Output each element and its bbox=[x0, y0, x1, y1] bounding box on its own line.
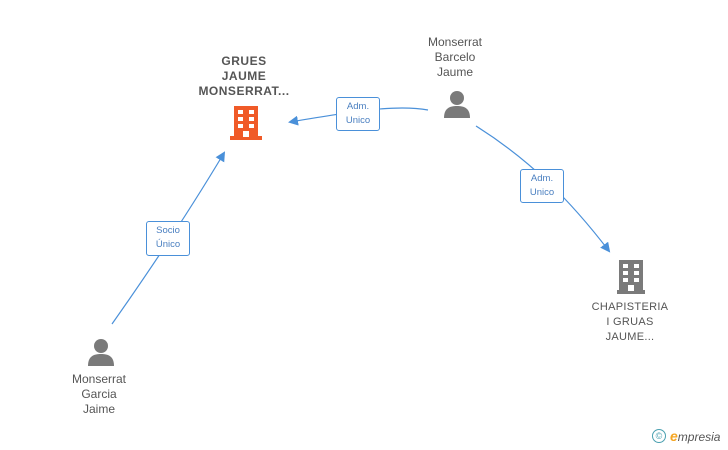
person-label-barcelo: Monserrat Barcelo Jaume bbox=[427, 35, 483, 79]
company-label-grues: GRUES JAUME MONSERRAT... bbox=[198, 54, 290, 98]
person-node-barcelo[interactable]: Monserrat Barcelo Jaume bbox=[410, 35, 500, 80]
building-icon bbox=[617, 260, 645, 294]
company-label-chapisteria: CHAPISTERIA I GRUAS JAUME... bbox=[591, 301, 669, 343]
building-icon bbox=[230, 106, 262, 140]
copyright-icon: © bbox=[652, 429, 666, 443]
brand-wordmark: empresia bbox=[670, 428, 721, 444]
edge-label-adm-unico[interactable]: Adm. Unico bbox=[336, 97, 380, 131]
person-icon bbox=[444, 91, 470, 118]
person-icon bbox=[88, 339, 114, 366]
edge-label-adm-unico[interactable]: Adm. Unico bbox=[520, 169, 564, 203]
person-label-garcia: Monserrat Garcia Jaime bbox=[71, 372, 127, 416]
edge-label-socio-unico[interactable]: Socio Único bbox=[146, 221, 190, 256]
company-node-grues[interactable]: GRUES JAUME MONSERRAT... bbox=[190, 54, 298, 99]
company-node-chapisteria[interactable]: CHAPISTERIA I GRUAS JAUME... bbox=[578, 300, 682, 345]
brand-logo: © empresia bbox=[652, 428, 720, 444]
person-node-garcia[interactable]: Monserrat Garcia Jaime bbox=[54, 372, 144, 417]
